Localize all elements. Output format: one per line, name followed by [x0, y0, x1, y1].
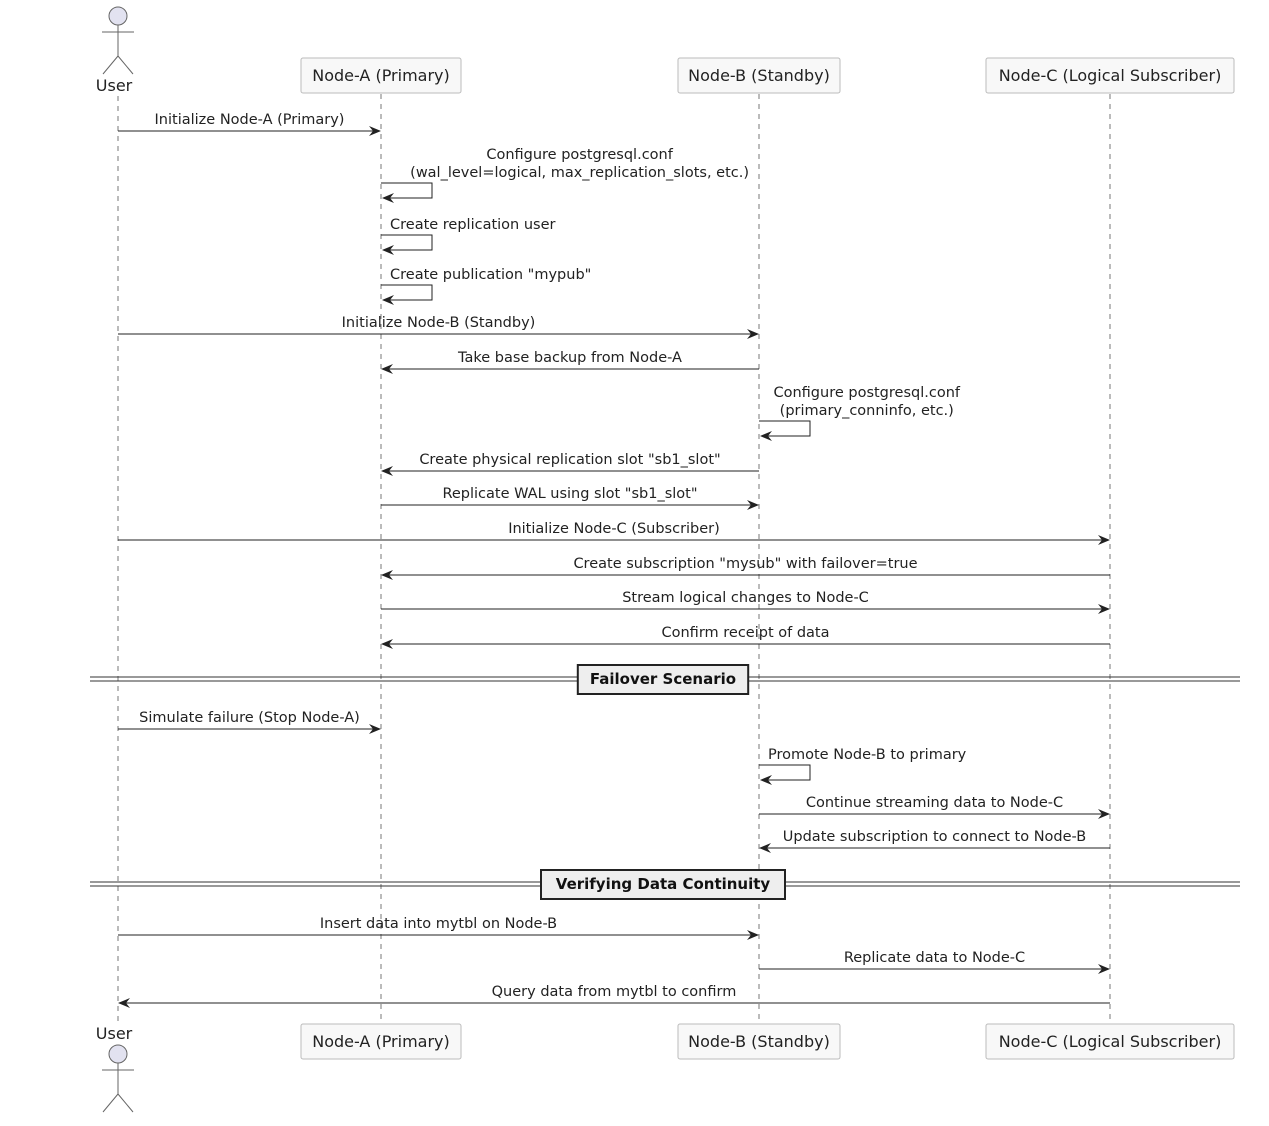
self-message-arrow	[381, 234, 433, 255]
message-label: Insert data into mytbl on Node-B	[320, 916, 557, 932]
participant-box-b	[677, 1023, 841, 1060]
participant-label-a: Node-A (Primary)	[312, 1032, 450, 1051]
actor-bottom	[102, 1044, 134, 1113]
message-label: (primary_conninfo, etc.)	[780, 403, 954, 419]
message-label: Confirm receipt of data	[662, 625, 830, 641]
message-label: Simulate failure (Stop Node-A)	[139, 710, 360, 726]
message-label: Replicate WAL using slot "sb1_slot"	[442, 486, 697, 502]
actor-label: User	[96, 76, 133, 95]
participant-box-a	[300, 57, 462, 94]
message-label: Promote Node-B to primary	[768, 747, 967, 763]
message-label: Replicate data to Node-C	[844, 950, 1025, 966]
message-label: Configure postgresql.conf	[486, 147, 673, 163]
message-label: Initialize Node-A (Primary)	[155, 112, 345, 128]
message-label: Create subscription "mysub" with failove…	[573, 556, 917, 572]
actor-head-icon	[108, 6, 128, 26]
participant-label-b: Node-B (Standby)	[688, 66, 830, 85]
divider-box	[576, 664, 750, 695]
message-label: Stream logical changes to Node-C	[622, 590, 869, 606]
self-message-arrow	[759, 420, 811, 441]
message-label: Create replication user	[390, 217, 556, 233]
message-label: Update subscription to connect to Node-B	[783, 829, 1086, 845]
divider-title: Failover Scenario	[590, 670, 736, 688]
actor-top	[102, 6, 134, 75]
participant-box-c	[985, 57, 1235, 94]
message-label: Take base backup from Node-A	[457, 350, 682, 366]
actor-head-icon	[108, 1044, 128, 1064]
self-message-arrow	[381, 182, 433, 203]
divider-box	[540, 869, 786, 900]
participant-label-b: Node-B (Standby)	[688, 1032, 830, 1051]
self-message-arrow	[381, 284, 433, 305]
self-message-arrow	[759, 764, 811, 785]
participant-label-c: Node-C (Logical Subscriber)	[999, 66, 1222, 85]
actor-body-icon	[102, 1063, 134, 1113]
actor-label: User	[96, 1024, 133, 1043]
divider-title: Verifying Data Continuity	[556, 875, 771, 893]
message-label: Query data from mytbl to confirm	[492, 984, 737, 1000]
participant-box-b	[677, 57, 841, 94]
participant-label-c: Node-C (Logical Subscriber)	[999, 1032, 1222, 1051]
message-label: Create physical replication slot "sb1_sl…	[419, 452, 720, 468]
participant-box-a	[300, 1023, 462, 1060]
message-label: Configure postgresql.conf	[773, 385, 960, 401]
message-label: (wal_level=logical, max_replication_slot…	[410, 165, 749, 181]
participant-box-c	[985, 1023, 1235, 1060]
message-label: Create publication "mypub"	[390, 267, 591, 283]
message-label: Initialize Node-C (Subscriber)	[508, 521, 720, 537]
message-label: Continue streaming data to Node-C	[806, 795, 1063, 811]
message-label: Initialize Node-B (Standby)	[342, 315, 536, 331]
actor-body-icon	[102, 25, 134, 75]
participant-label-a: Node-A (Primary)	[312, 66, 450, 85]
